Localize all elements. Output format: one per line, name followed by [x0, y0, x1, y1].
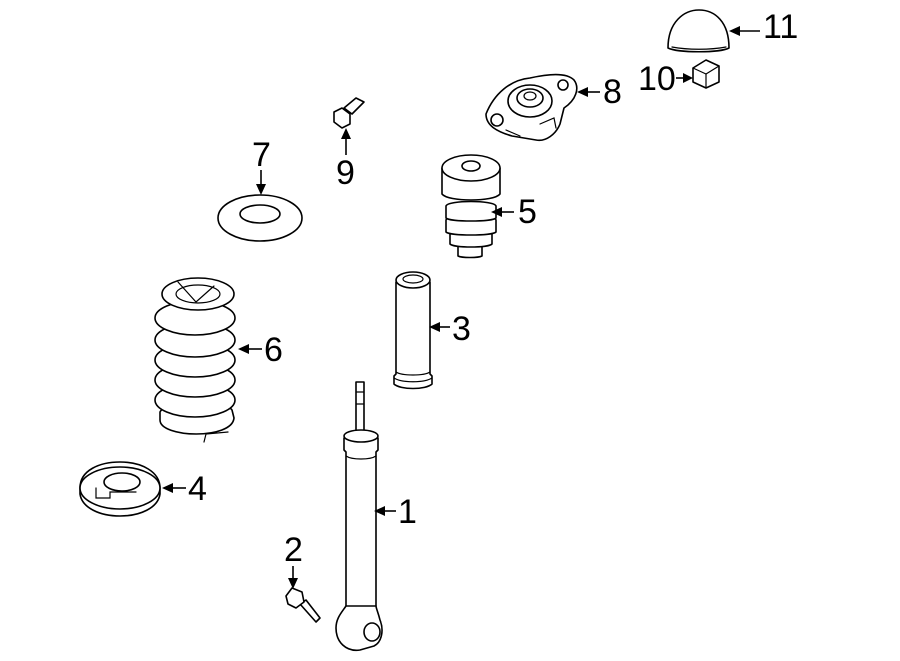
callout-8: 8	[577, 73, 622, 111]
svg-text:2: 2	[284, 531, 303, 569]
svg-text:5: 5	[518, 193, 537, 231]
coil-spring-part	[154, 277, 236, 443]
bolt-part-9	[333, 97, 365, 129]
lower-spring-seat-part	[79, 461, 161, 517]
callout-7: 7	[252, 136, 271, 195]
bolt-part-2	[285, 587, 321, 623]
callout-4: 4	[162, 470, 207, 508]
dust-cap-part	[667, 9, 730, 53]
spring-isolator-part	[217, 194, 303, 242]
dust-boot-part	[393, 271, 433, 390]
callout-6: 6	[238, 331, 283, 369]
callout-9: 9	[336, 128, 355, 192]
bump-stop-part	[441, 154, 501, 259]
callout-5: 5	[491, 193, 537, 231]
callout-11: 11	[729, 8, 798, 46]
svg-text:1: 1	[398, 493, 417, 531]
callout-2: 2	[284, 531, 303, 589]
svg-text:10: 10	[638, 60, 676, 98]
nut-part	[692, 59, 720, 89]
svg-text:9: 9	[336, 154, 355, 192]
svg-text:6: 6	[264, 331, 283, 369]
svg-text:3: 3	[452, 310, 471, 348]
callout-3: 3	[429, 310, 471, 348]
callout-1: 1	[374, 493, 417, 531]
callout-10: 10	[638, 60, 693, 98]
shock-absorber-part	[335, 381, 383, 652]
strut-mount-part	[485, 73, 578, 142]
svg-text:4: 4	[188, 470, 207, 508]
svg-text:11: 11	[763, 8, 798, 46]
svg-text:7: 7	[252, 136, 271, 174]
svg-text:8: 8	[603, 73, 622, 111]
